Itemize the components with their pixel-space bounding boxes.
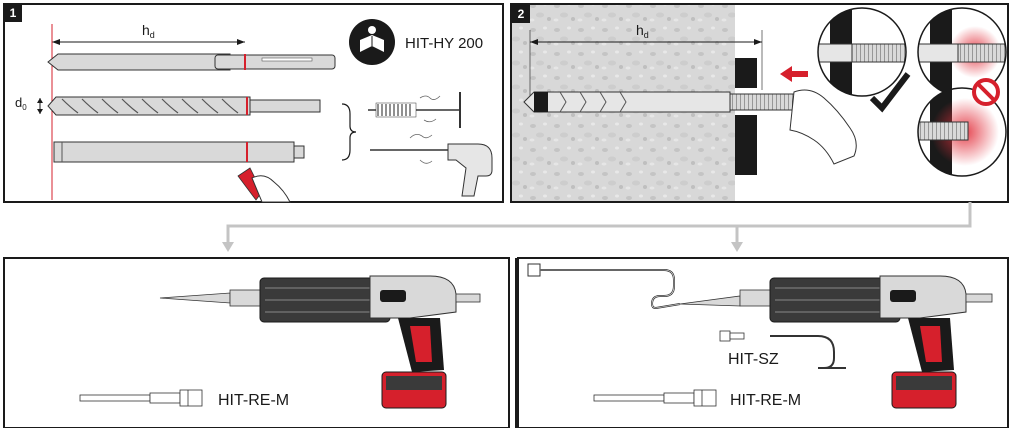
dispenser-tool bbox=[159, 275, 481, 409]
options-bracket bbox=[341, 103, 357, 161]
panel-step-4: HIT-SZ HIT-RE-M bbox=[515, 257, 1009, 428]
fixture-plate-top bbox=[735, 58, 757, 88]
panel-step-3: HIT-RE-M bbox=[3, 257, 510, 428]
step-number-badge bbox=[512, 5, 530, 23]
marker-hand bbox=[237, 167, 291, 203]
prohibited-icon bbox=[972, 78, 1000, 106]
arrow-left-icon bbox=[780, 66, 808, 82]
extension-label: HIT-SZ bbox=[728, 351, 779, 368]
manual-reading-icon bbox=[349, 19, 395, 65]
panel-step-2: 2 hd bbox=[510, 3, 1009, 203]
flow-connector bbox=[226, 202, 972, 244]
anchor-rod bbox=[523, 91, 811, 113]
hand-push bbox=[789, 89, 857, 165]
hit-sz-extension-tube bbox=[770, 335, 846, 369]
mixer-nozzle bbox=[79, 389, 203, 407]
mixer-label: HIT-RE-M bbox=[730, 392, 801, 409]
step-number: 2 bbox=[518, 7, 525, 21]
mixer-label: HIT-RE-M bbox=[218, 392, 289, 409]
flow-arrow-left bbox=[222, 242, 234, 252]
hit-sz-piston-plug bbox=[719, 330, 745, 342]
d0-label: d0 bbox=[15, 95, 27, 112]
step-number-badge bbox=[4, 4, 22, 22]
checkmark-icon bbox=[869, 72, 911, 113]
drill-bit-hollow bbox=[53, 141, 305, 163]
hd-label: hd bbox=[142, 22, 155, 40]
hd-label: hd bbox=[636, 22, 649, 40]
mixer-nozzle bbox=[593, 389, 717, 407]
dispenser-tool bbox=[679, 275, 993, 409]
fixture-plate-bottom bbox=[735, 115, 757, 175]
detail-correct-depth bbox=[817, 7, 911, 113]
panel-step-1: 1 hd d0 bbox=[3, 3, 504, 203]
step-number: 1 bbox=[10, 6, 17, 20]
drill-bit-spiral bbox=[47, 96, 321, 116]
air-blow-gun bbox=[370, 134, 493, 197]
detail-wrong-depth bbox=[917, 7, 1007, 97]
product-label: HIT-HY 200 bbox=[405, 35, 483, 52]
drill-bit-sds bbox=[47, 53, 336, 71]
extension-hose bbox=[527, 263, 681, 310]
flow-arrow-right bbox=[731, 242, 743, 252]
cleaning-brush bbox=[368, 92, 461, 128]
